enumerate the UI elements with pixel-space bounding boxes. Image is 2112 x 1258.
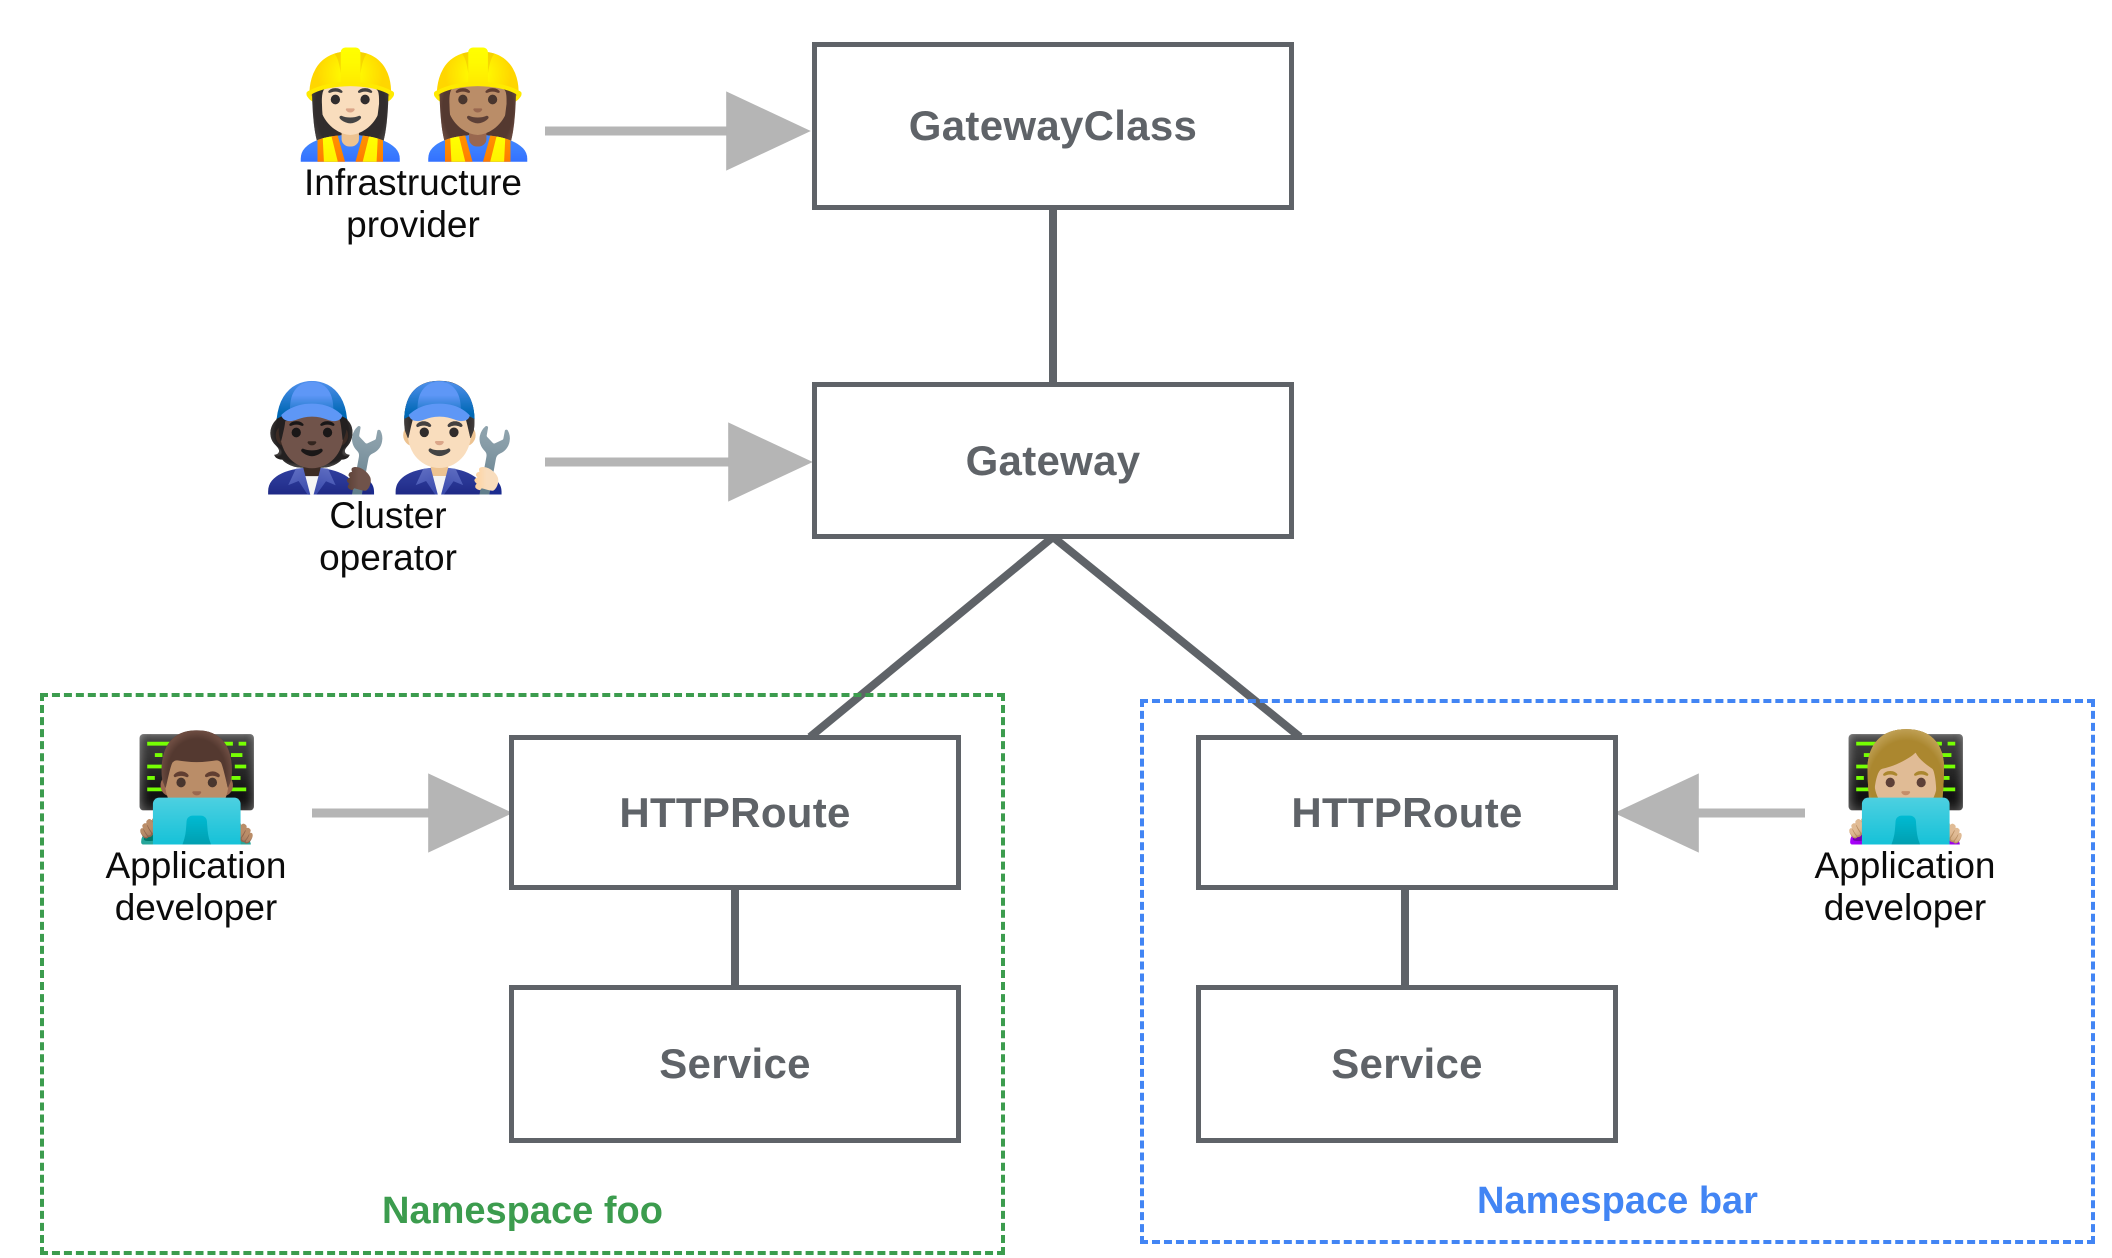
node-gatewayclass-label: GatewayClass xyxy=(908,102,1198,149)
node-gatewayclass[interactable]: GatewayClass xyxy=(812,42,1294,210)
node-httproute-foo[interactable]: HTTPRoute xyxy=(509,735,961,890)
namespace-frame-bar xyxy=(1140,699,2095,1244)
persona-cluster-operator: 🧑🏿‍🔧👨🏻‍🔧 Cluster operator xyxy=(261,385,518,578)
persona-infrastructure-provider: 👷🏻‍♀️👷🏽‍♀️ Infrastructure provider xyxy=(268,52,558,245)
node-service-bar-label: Service xyxy=(1331,1040,1483,1087)
node-httproute-bar-label: HTTPRoute xyxy=(1291,788,1523,836)
developer-man-icon: 👨🏽‍💻 xyxy=(132,730,261,846)
namespace-caption-bar: Namespace bar xyxy=(1477,1180,1758,1222)
node-httproute-bar[interactable]: HTTPRoute xyxy=(1196,735,1618,890)
namespace-frame-foo xyxy=(40,693,1005,1255)
namespace-caption-foo: Namespace foo xyxy=(382,1190,663,1232)
node-service-foo[interactable]: Service xyxy=(509,985,961,1143)
mechanic-people-icon: 🧑🏿‍🔧👨🏻‍🔧 xyxy=(260,380,518,496)
persona-app-developer-bar: 👩🏼‍💻 Application developer xyxy=(1810,735,2000,928)
persona-cluster-operator-label: Cluster operator xyxy=(319,495,457,578)
persona-app-developer-bar-label: Application developer xyxy=(1814,845,1996,928)
persona-app-developer-foo: 👨🏽‍💻 Application developer xyxy=(103,735,289,928)
node-httproute-foo-label: HTTPRoute xyxy=(619,788,851,836)
node-service-bar[interactable]: Service xyxy=(1196,985,1618,1143)
node-service-foo-label: Service xyxy=(659,1040,811,1087)
node-gateway-label: Gateway xyxy=(965,436,1141,484)
persona-app-developer-foo-label: Application developer xyxy=(105,845,287,928)
persona-infrastructure-provider-label: Infrastructure provider xyxy=(304,162,522,245)
construction-worker-women-icon: 👷🏻‍♀️👷🏽‍♀️ xyxy=(285,47,543,163)
developer-woman-icon: 👩🏼‍💻 xyxy=(1841,730,1970,846)
node-gateway[interactable]: Gateway xyxy=(812,382,1294,539)
